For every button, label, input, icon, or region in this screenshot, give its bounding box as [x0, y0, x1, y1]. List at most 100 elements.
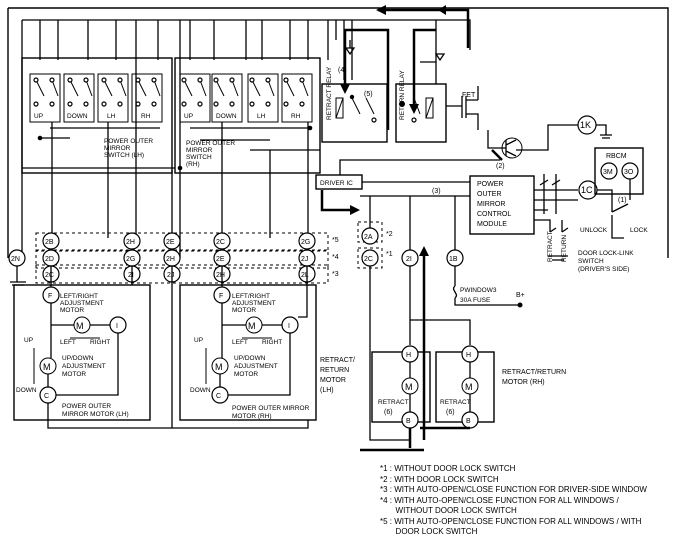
svg-text:(LH): (LH): [320, 387, 334, 394]
svg-text:M: M: [43, 362, 51, 372]
svg-text:(6): (6): [384, 409, 393, 416]
svg-text:I: I: [116, 323, 118, 330]
svg-text:1K: 1K: [580, 120, 591, 130]
svg-text:RETRACT/: RETRACT/: [320, 357, 355, 364]
svg-text:C: C: [216, 393, 221, 400]
svg-text:(DRIVER'S SIDE): (DRIVER'S SIDE): [578, 266, 629, 273]
lock-label: LOCK: [630, 227, 648, 234]
svg-text:2C: 2C: [364, 256, 373, 263]
svg-text:SWITCH: SWITCH: [578, 258, 604, 265]
switch-lh-name-2: MIRROR: [104, 145, 131, 152]
control-module-box: [469, 175, 535, 235]
svg-text:2I: 2I: [406, 256, 412, 263]
mirror-motor-rh-box: [179, 284, 317, 421]
svg-text:RETRACT: RETRACT: [378, 399, 409, 406]
retract-relay-label: RETRACT RELAY: [326, 66, 333, 120]
rbcm-label: RBCM: [606, 153, 627, 160]
svg-text:*3: *3: [332, 271, 339, 278]
terminal-3M: [600, 162, 618, 180]
return-relay-label: RETURN RELAY: [399, 70, 406, 120]
svg-text:UP/DOWN: UP/DOWN: [62, 355, 94, 362]
svg-text:ADJUSTMENT: ADJUSTMENT: [234, 363, 278, 370]
retract-switch-label: RETRACT: [547, 231, 554, 262]
switch-rh-name-3: SWITCH: [186, 154, 212, 161]
switch-rh-box: [174, 57, 321, 174]
footnotes: *1 : WITHOUT DOOR LOCK SWITCH *2 : WITH …: [380, 464, 679, 538]
svg-text:LEFT/RIGHT: LEFT/RIGHT: [60, 293, 98, 300]
svg-text:M: M: [465, 382, 473, 392]
note-5: *5 : WITH AUTO-OPEN/CLOSE FUNCTION FOR A…: [380, 516, 642, 526]
svg-text:DOOR LOCK-LINK: DOOR LOCK-LINK: [578, 250, 634, 257]
svg-text:2H: 2H: [126, 239, 135, 246]
svg-text:M: M: [248, 321, 256, 331]
connector-row-2: 2D 2G 2H 2E 2J: [42, 249, 316, 267]
path-3-label: (3): [432, 188, 441, 195]
svg-text:2G: 2G: [301, 239, 310, 246]
svg-text:2J: 2J: [167, 272, 174, 279]
svg-text:M: M: [76, 321, 84, 331]
svg-text:C: C: [44, 393, 49, 400]
svg-text:M: M: [215, 362, 223, 372]
svg-text:3O: 3O: [624, 169, 634, 176]
svg-text:OUTER: OUTER: [477, 191, 502, 198]
svg-text:RIGHT: RIGHT: [262, 339, 282, 346]
fet-label: FET: [462, 92, 476, 99]
svg-text:LEFT: LEFT: [232, 339, 248, 346]
svg-text:2C: 2C: [45, 272, 54, 279]
module-frame: [7, 7, 669, 258]
svg-text:RETRACT/RETURN: RETRACT/RETURN: [502, 369, 566, 376]
svg-text:UP: UP: [24, 337, 33, 344]
switch-lh-lh-label: LH: [107, 113, 116, 120]
svg-text:(6): (6): [446, 409, 455, 416]
note-2: *2 : WITH DOOR LOCK SWITCH: [380, 474, 499, 484]
svg-text:2D: 2D: [45, 256, 54, 263]
svg-text:LEFT/RIGHT: LEFT/RIGHT: [232, 293, 270, 300]
svg-text:RIGHT: RIGHT: [90, 339, 110, 346]
svg-text:M: M: [405, 382, 413, 392]
svg-text:MOTOR: MOTOR: [232, 307, 256, 314]
svg-text:MOTOR: MOTOR: [320, 377, 346, 384]
svg-text:DOWN: DOWN: [16, 387, 37, 394]
svg-text:UP/DOWN: UP/DOWN: [234, 355, 266, 362]
terminal-I-rh: [281, 316, 299, 334]
connector-row-1: 2B 2H 2E 2C 2G: [42, 232, 316, 250]
svg-text:2E: 2E: [166, 239, 175, 246]
svg-text:ADJUSTMENT: ADJUSTMENT: [62, 363, 106, 370]
svg-text:2N: 2N: [11, 256, 20, 263]
unlock-label: UNLOCK: [580, 227, 608, 234]
connector-row-3: 2C 2I 2J 2H 2L: [42, 265, 316, 283]
driver-ic-label: DRIVER IC: [320, 180, 353, 187]
svg-text:1C: 1C: [581, 185, 593, 195]
path-2-label: (2): [496, 163, 505, 170]
svg-text:I: I: [288, 323, 290, 330]
terminal-I-lh: [109, 316, 127, 334]
note-1: *1 : WITHOUT DOOR LOCK SWITCH: [380, 464, 516, 473]
return-relay-box: [395, 83, 447, 143]
svg-text:MOTOR: MOTOR: [234, 371, 258, 378]
svg-text:MOTOR (RH): MOTOR (RH): [232, 413, 272, 420]
fuse-label-2: 30A FUSE: [460, 297, 491, 304]
svg-text:MOTOR: MOTOR: [62, 371, 86, 378]
switch-rh-name-2: MIRROR: [186, 147, 213, 154]
svg-text:2E: 2E: [216, 256, 225, 263]
path-4-label: (4): [338, 67, 347, 74]
rbcm-box: [594, 147, 644, 195]
svg-text:POWER OUTER: POWER OUTER: [62, 403, 111, 410]
switch-lh-box: [21, 57, 173, 174]
note-4: *4 : WITH AUTO-OPEN/CLOSE FUNCTION FOR A…: [380, 495, 619, 505]
svg-text:*5: *5: [332, 237, 339, 244]
svg-text:*2: *2: [386, 231, 393, 238]
svg-text:RETURN: RETURN: [320, 367, 349, 374]
fuse-label-1: PWINDOW3: [460, 287, 497, 294]
return-switch-label: RETURN: [561, 235, 568, 262]
note-5-cont: DOOR LOCK SWITCH: [380, 527, 478, 536]
svg-text:2G: 2G: [126, 256, 135, 263]
switch-rh-down-label: DOWN: [216, 113, 237, 120]
svg-text:MOTOR (RH): MOTOR (RH): [502, 379, 545, 386]
svg-text:2I: 2I: [128, 272, 134, 279]
battery-label: B+: [516, 292, 525, 299]
svg-text:MIRROR MOTOR (LH): MIRROR MOTOR (LH): [62, 411, 129, 418]
switch-rh-lh-label: LH: [257, 113, 266, 120]
svg-text:ADJUSTMENT: ADJUSTMENT: [232, 300, 276, 307]
